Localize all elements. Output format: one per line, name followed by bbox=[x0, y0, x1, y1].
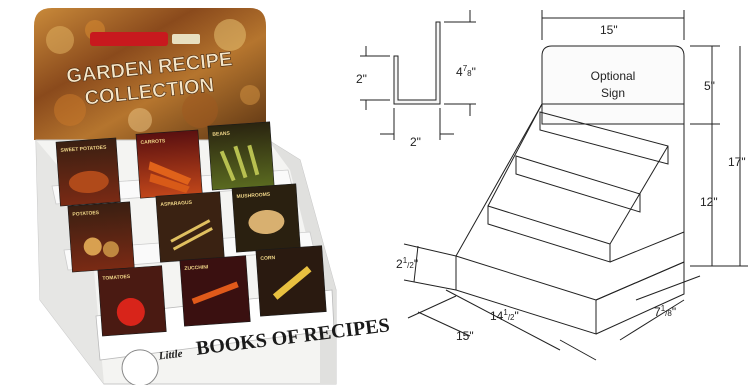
base-right bbox=[595, 261, 685, 335]
dim-profile-width: 2" bbox=[410, 135, 421, 149]
step-2 bbox=[515, 155, 641, 213]
dim-top-width bbox=[541, 10, 685, 40]
footer-script: Little bbox=[157, 348, 183, 363]
sign-line2: Sign bbox=[601, 86, 625, 100]
book-sweet-potatoes: SWEET POTATOES bbox=[55, 137, 121, 207]
book-asparagus: ASPARAGUS bbox=[155, 191, 225, 263]
back-panel bbox=[542, 103, 685, 301]
book-title: POTATOES bbox=[72, 210, 100, 218]
dim-base-depth: 15" bbox=[456, 329, 474, 343]
book-row-3: TOMATOES ZUCCHINI CORN bbox=[97, 245, 327, 337]
base-front bbox=[455, 255, 597, 335]
book-zucchini: ZUCCHINI bbox=[179, 255, 251, 327]
dim-base-side: 71/8" bbox=[654, 304, 676, 319]
step-1 bbox=[487, 205, 611, 263]
book-title: SWEET POTATOES bbox=[60, 145, 107, 154]
sign-panel bbox=[541, 45, 685, 125]
book-title: MUSHROOMS bbox=[236, 192, 271, 200]
book-title: CARROTS bbox=[140, 138, 166, 146]
book-title: TOMATOES bbox=[102, 274, 131, 282]
dim-step-height: 21/2" bbox=[396, 256, 418, 271]
dim-base bbox=[403, 243, 701, 361]
book-beans: BEANS bbox=[207, 121, 275, 191]
dim-base-width: 141/2" bbox=[490, 308, 519, 323]
book-corn: CORN bbox=[255, 245, 327, 317]
book-carrots: CARROTS bbox=[135, 129, 203, 199]
dim-total-height: 17" bbox=[728, 155, 746, 169]
book-title: ZUCCHINI bbox=[184, 264, 209, 272]
step-3 bbox=[539, 111, 669, 165]
dim-profile-inner: 2" bbox=[356, 72, 367, 86]
dim-right-heights bbox=[690, 45, 748, 267]
book-potatoes: POTATOES bbox=[67, 201, 135, 273]
footer-seal bbox=[121, 349, 159, 385]
book-row-2: POTATOES ASPARAGUS MUSHROOMS bbox=[67, 183, 301, 273]
header-logo bbox=[90, 32, 200, 46]
book-title: ASPARAGUS bbox=[160, 200, 193, 208]
header-food-texture bbox=[46, 19, 260, 132]
display-outline bbox=[455, 45, 685, 335]
book-title: BEANS bbox=[212, 131, 231, 138]
lip-profile-detail bbox=[360, 10, 476, 140]
dim-sign-height: 5" bbox=[704, 79, 715, 93]
dim-profile-height: 478" bbox=[456, 64, 476, 79]
technical-drawing bbox=[360, 10, 748, 361]
book-row-1: SWEET POTATOES CARROTS BEANS bbox=[55, 121, 275, 207]
book-tomatoes: TOMATOES bbox=[97, 265, 167, 337]
book-title: CORN bbox=[260, 255, 275, 262]
book-mushrooms: MUSHROOMS bbox=[231, 183, 301, 253]
sign-line1: Optional bbox=[591, 69, 636, 83]
dim-top-width-label: 15" bbox=[600, 23, 618, 37]
drawing-labels: Optional Sign 478" 2" 2" 15" 5" 17" 12" … bbox=[356, 23, 746, 343]
display-photo: GARDEN RECIPE COLLECTION SWEET POTATOES … bbox=[34, 8, 391, 385]
dim-body-height: 12" bbox=[700, 195, 718, 209]
lip-profile-shape bbox=[393, 21, 441, 105]
